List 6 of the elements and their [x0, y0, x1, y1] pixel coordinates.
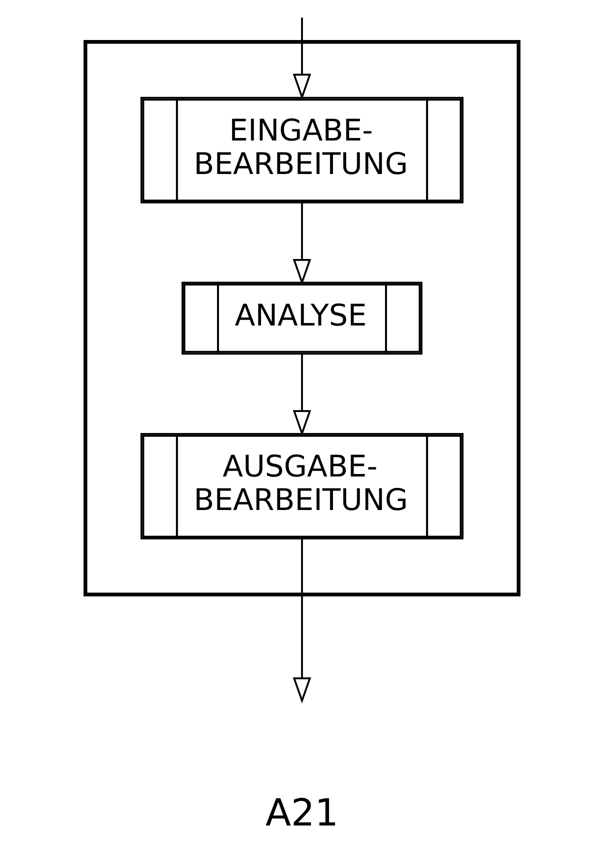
- arrow: [292, 203, 311, 286]
- label: A21: [264, 790, 338, 835]
- arrow: [292, 538, 311, 704]
- arrow: [292, 18, 311, 100]
- arrow: [292, 354, 311, 436]
- cluster: [83, 40, 520, 596]
